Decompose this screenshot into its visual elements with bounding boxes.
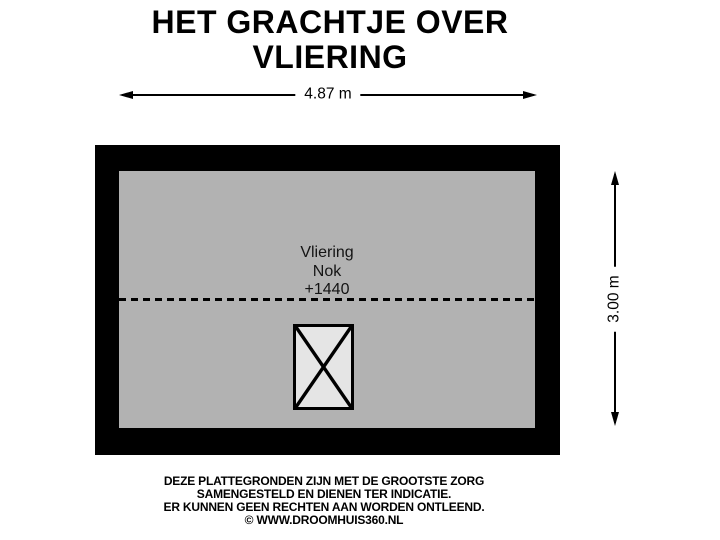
room-elevation: +1440 [304,281,350,298]
disclaimer: DEZE PLATTEGRONDEN ZIJN MET DE GROOTSTE … [0,475,648,527]
width-dimension-label: 4.87 m [295,84,361,106]
arrow-right-icon [523,90,537,99]
height-dimension-label: 3.00 m [604,265,626,332]
arrow-down-icon [610,412,619,426]
height-dimension: 3.00 m [604,171,626,426]
page-title-line-2: VLIERING [252,39,408,75]
disclaimer-copyright: © WWW.DROOMHUIS360.NL [244,512,404,527]
disclaimer-line-3: ER KUNNEN GEEN RECHTEN AAN WORDEN ONTLEE… [163,499,485,514]
attic-floor: Vliering Nok +1440 [119,171,535,428]
room-label: Vliering Nok +1440 [119,244,535,300]
page-title-line-1: HET GRACHTJE OVER [151,4,509,40]
width-dimension: 4.87 m [119,84,537,106]
room-name: Vliering [300,244,354,261]
loft-hatch-symbol [293,324,354,410]
arrow-up-icon [610,171,619,185]
disclaimer-line-2: SAMENGESTELD EN DIENEN TER INDICATIE. [196,486,452,501]
arrow-left-icon [119,90,133,99]
disclaimer-line-1: DEZE PLATTEGRONDEN ZIJN MET DE GROOTSTE … [163,474,485,488]
hatch-cross-icon [296,327,351,407]
floorplan-walls: Vliering Nok +1440 [95,145,560,455]
page-title: HET GRACHTJE OVER VLIERING [0,5,660,75]
ridge-dashed-line [119,298,535,301]
room-sublabel: Nok [312,262,342,280]
